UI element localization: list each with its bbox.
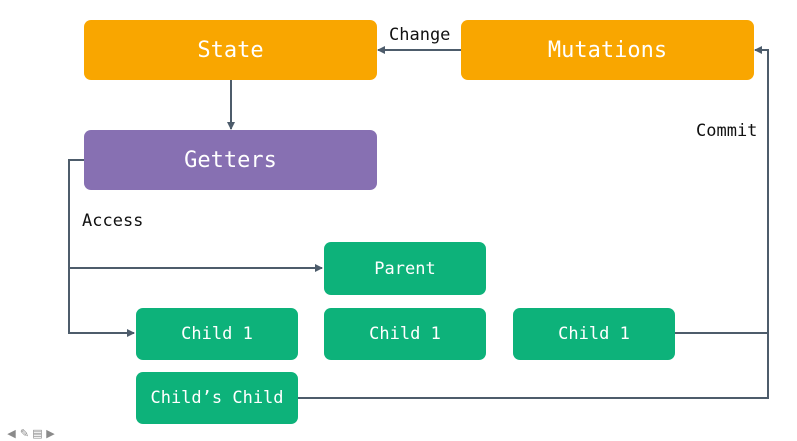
slide-menu-icon[interactable]: ▤ <box>32 427 43 440</box>
slide-nav: ◀ ✎ ▤ ▶ <box>6 428 56 440</box>
state-node: State <box>84 20 377 80</box>
child-right-label: Child 1 <box>558 324 630 344</box>
mutations-label: Mutations <box>547 37 668 63</box>
edge-commit <box>298 46 769 399</box>
getters-node: Getters <box>84 130 377 190</box>
edge-access-trunk <box>68 159 135 337</box>
arrow-left-icon[interactable]: ◀ <box>7 427 16 440</box>
mutations-node: Mutations <box>461 20 754 80</box>
child-right-node: Child 1 <box>513 308 675 360</box>
child-left-label: Child 1 <box>181 324 253 344</box>
getters-label: Getters <box>184 147 277 173</box>
state-label: State <box>197 37 264 63</box>
arrow-right-icon[interactable]: ▶ <box>46 427 55 440</box>
pencil-icon[interactable]: ✎ <box>19 427 30 440</box>
child-left-node: Child 1 <box>136 308 298 360</box>
parent-label: Parent <box>374 258 436 279</box>
childs-child-label: Child’s Child <box>150 388 284 408</box>
change-label: Change <box>389 25 451 45</box>
childs-child-node: Child’s Child <box>136 372 298 424</box>
access-label: Access <box>82 211 144 231</box>
child-mid-label: Child 1 <box>369 324 441 344</box>
child-mid-node: Child 1 <box>324 308 486 360</box>
parent-node: Parent <box>324 242 486 295</box>
commit-label: Commit <box>696 121 758 141</box>
